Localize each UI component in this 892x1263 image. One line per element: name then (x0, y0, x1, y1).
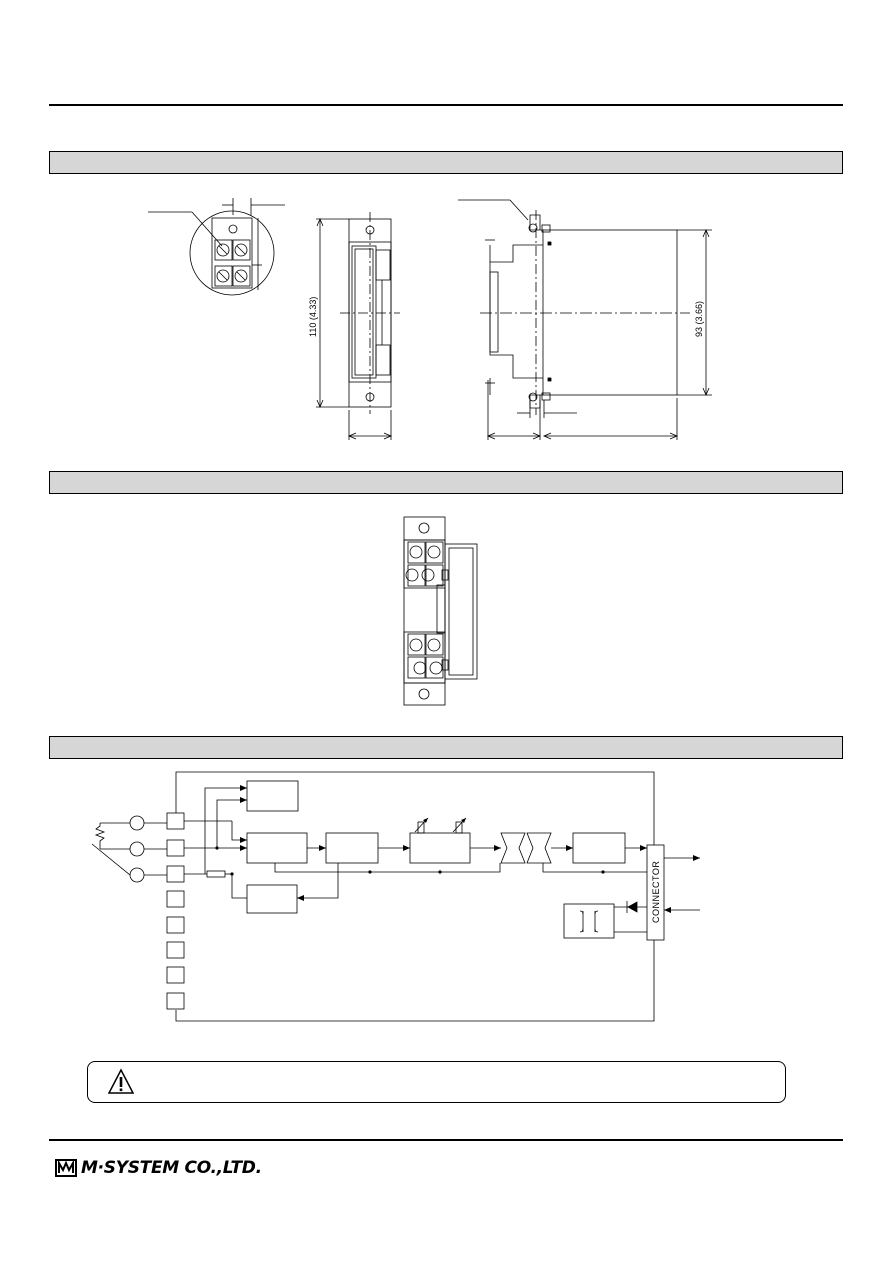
bottom-rule (49, 1139, 843, 1141)
section-bar-terminal-assignments (49, 471, 843, 494)
dimension-drawing: 110 (4.33) 93 (3.66) (148, 198, 712, 440)
top-rule (49, 104, 843, 106)
side-view (458, 199, 712, 440)
block-diagram: CONNECTOR (91, 771, 700, 1022)
height-dimension-label: 110 (4.33) (308, 297, 318, 337)
side-height-dimension-label: 93 (3.66) (694, 301, 704, 337)
front-view (316, 212, 400, 440)
warning-triangle-icon (107, 1068, 135, 1094)
m-system-logo-icon (55, 1159, 77, 1177)
company-name: M·SYSTEM CO.,LTD. (81, 1158, 262, 1178)
section-bar-dimensions (49, 151, 843, 174)
terminal-detail-view (148, 198, 285, 296)
connector-label: CONNECTOR (651, 861, 661, 923)
section-bar-block-diagram (49, 736, 843, 759)
company-logo: M·SYSTEM CO.,LTD. (55, 1157, 262, 1179)
terminal-assignment-drawing (403, 516, 478, 706)
warning-box (87, 1061, 786, 1103)
